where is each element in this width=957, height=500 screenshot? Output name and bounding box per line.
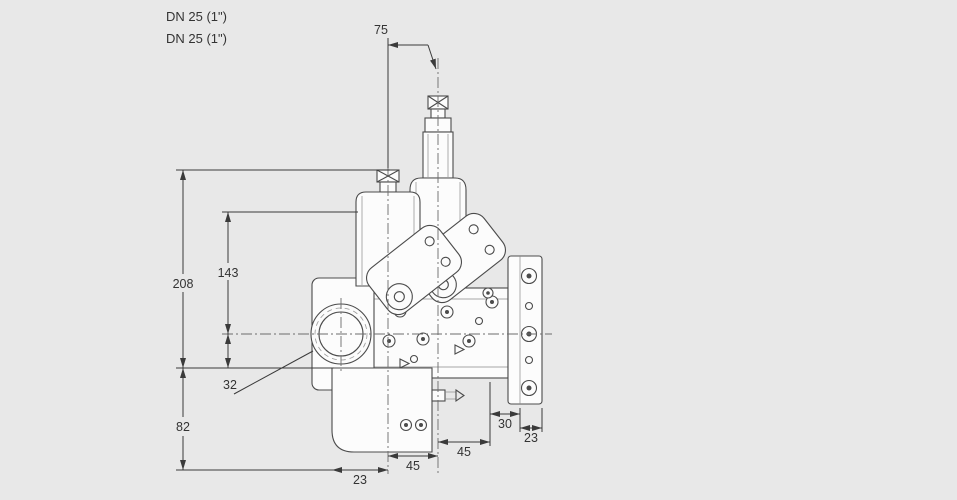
dim-75: 75 [374,23,388,37]
dim-32: 32 [223,378,237,392]
flow-arrow-icon [399,358,411,369]
text-mask [211,263,245,280]
dimension-lines [180,42,542,473]
dim-23-right: 23 [524,431,538,445]
dim-23-bottom: 23 [353,473,367,487]
dim-143: 143 [218,266,239,280]
flow-arrow-icon [454,344,466,355]
outlet-flange [507,255,543,405]
coil-housing-left [365,224,463,316]
dim-45-right: 45 [457,445,471,459]
leader-line [233,350,314,395]
label-dn-2: DN 25 (1") [166,31,227,46]
dim-82: 82 [176,420,190,434]
witness-lines [176,38,543,471]
base-block [331,367,465,453]
centerlines [222,58,552,474]
label-dn-1: DN 25 (1") [166,9,227,24]
text-mask [168,417,198,436]
dim-208: 208 [173,277,194,291]
text-mask [167,274,199,292]
dim-30: 30 [498,417,512,431]
dim-45-left: 45 [406,459,420,473]
pressure-tap-screw [431,388,465,403]
